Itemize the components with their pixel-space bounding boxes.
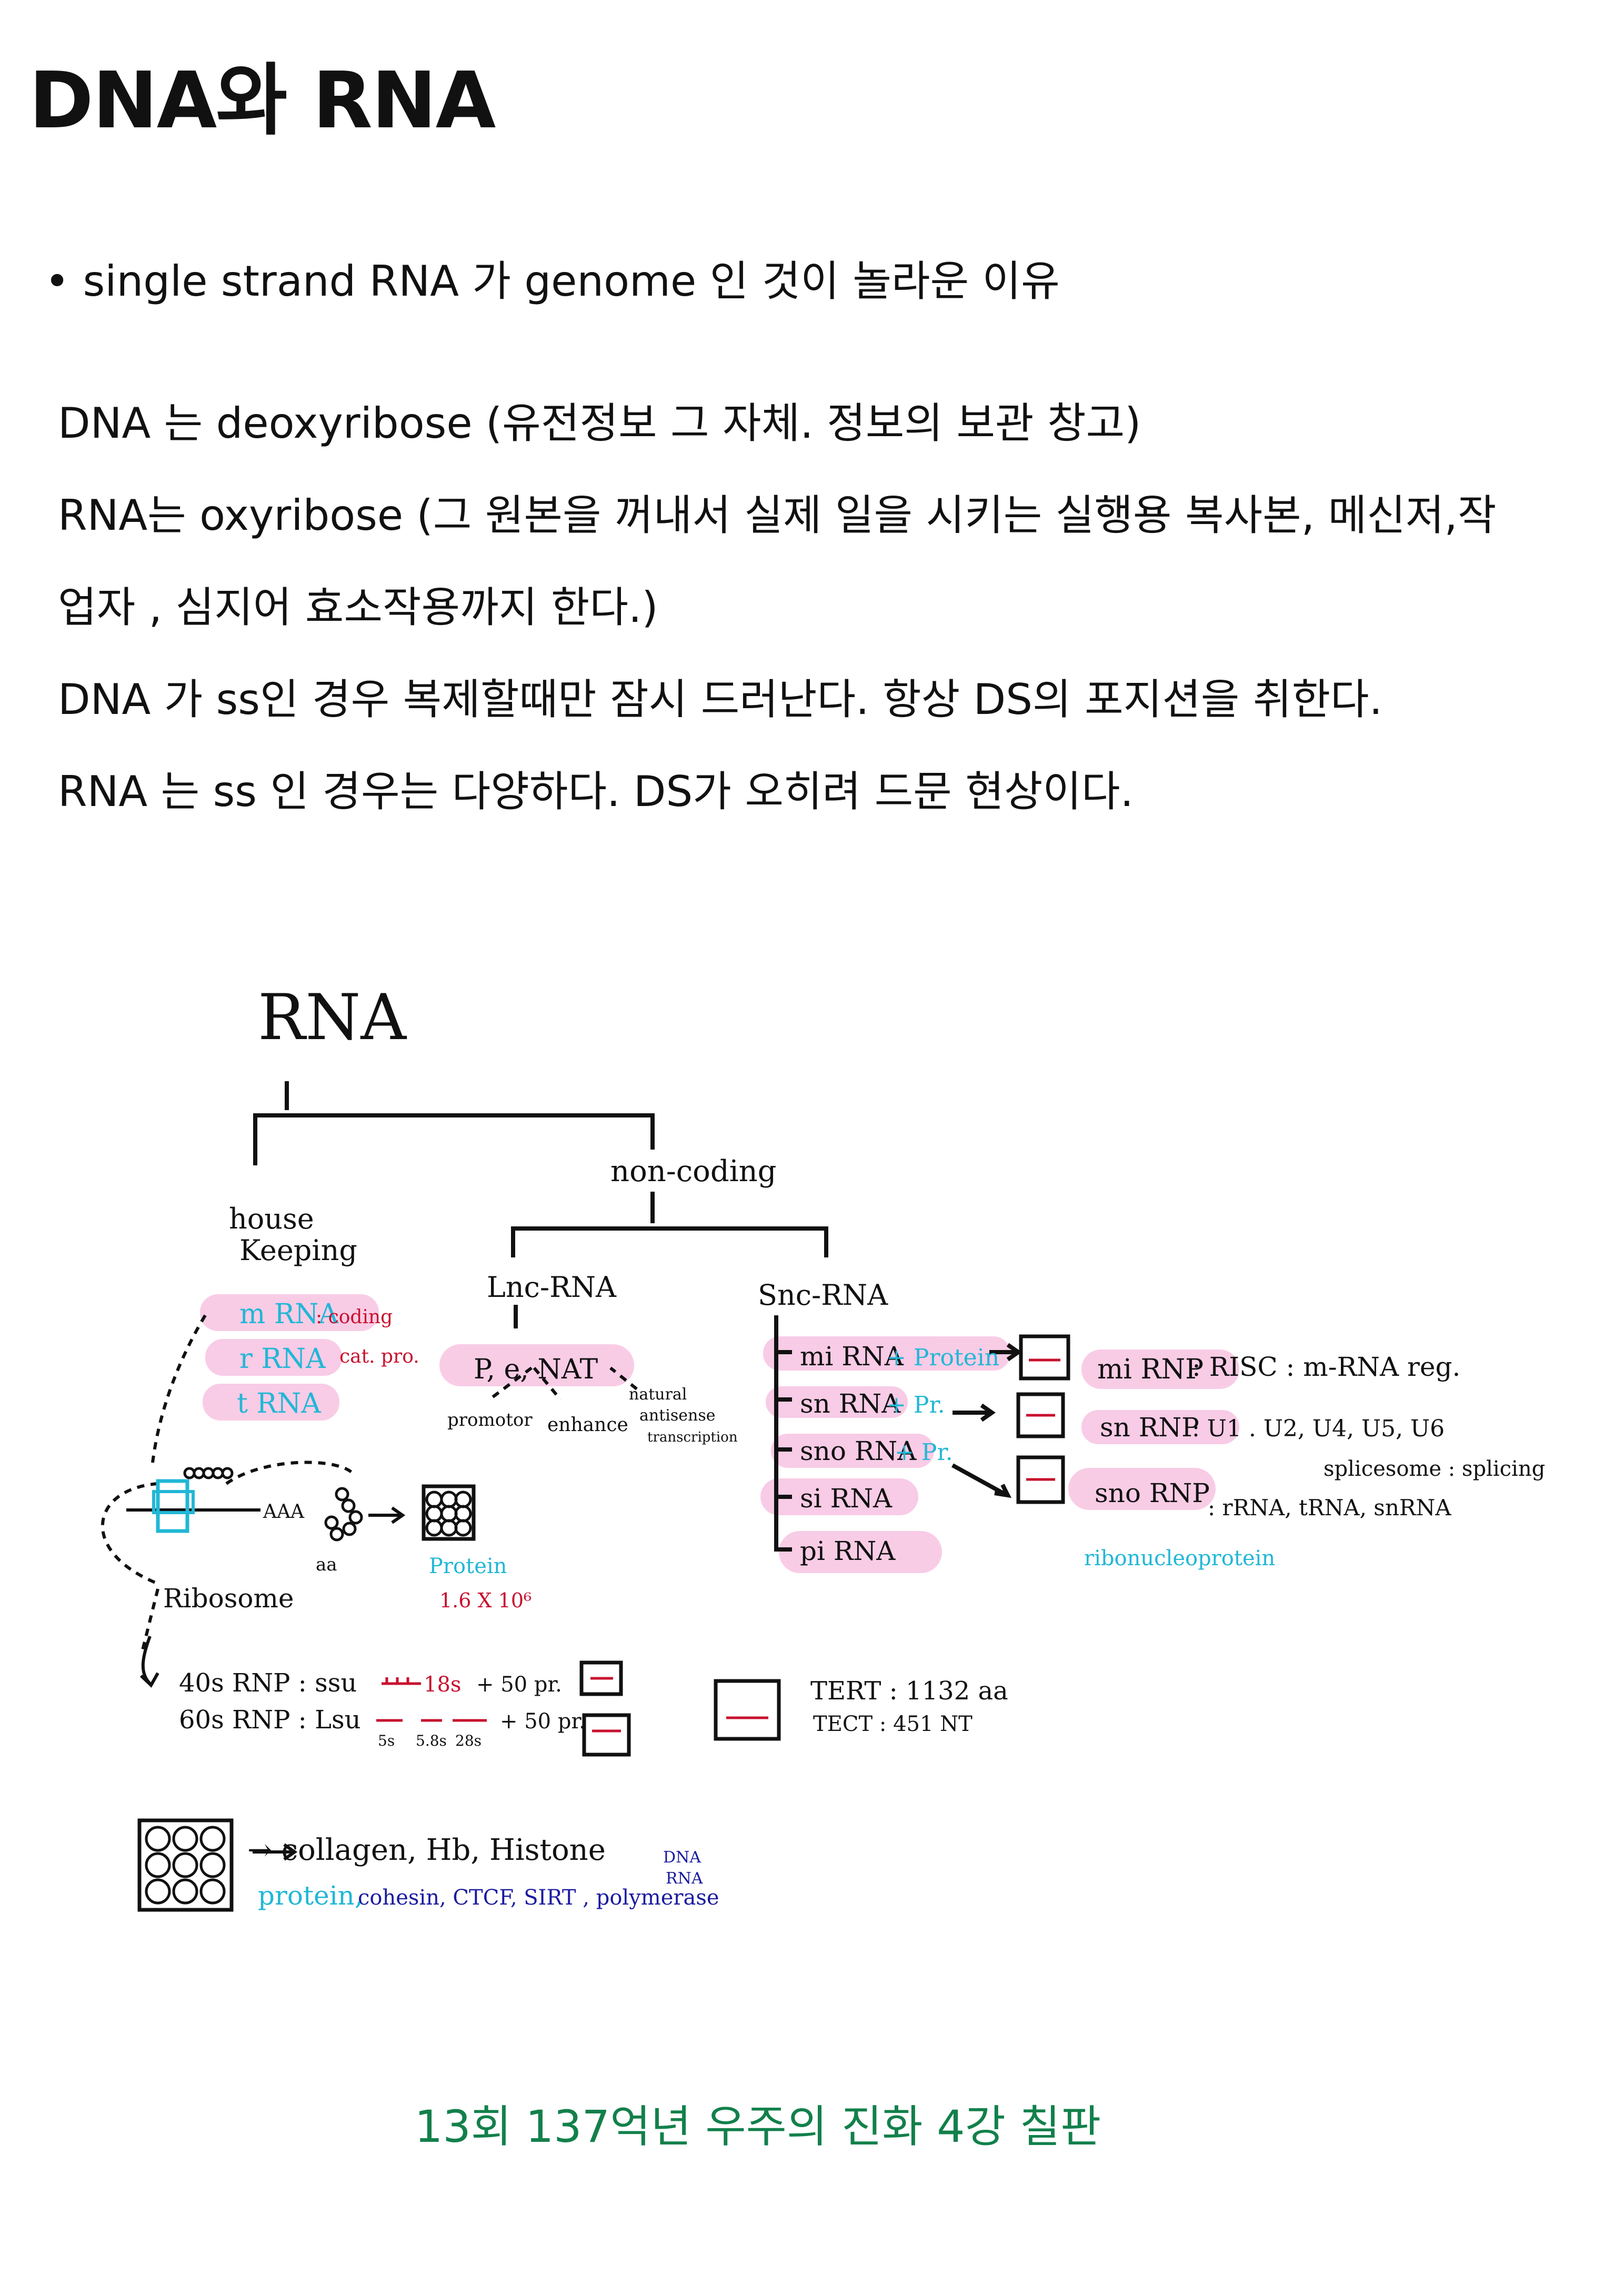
label-5s: 5s: [378, 1732, 395, 1749]
label-ribonucleoprotein: ribonucleoprotein: [1084, 1546, 1275, 1570]
dashed-arrows: [101, 1314, 638, 1653]
label-enhance: enhance: [547, 1414, 628, 1436]
label-aaa: AAA: [263, 1501, 305, 1523]
label-nat-transcription: transcription: [647, 1429, 738, 1445]
label-60s-rnp: 60s RNP : Lsu: [179, 1705, 361, 1735]
label-snrnp-u: : U1 . U2, U4, U5, U6: [1192, 1415, 1445, 1442]
paragraph-dna: DNA 는 deoxyribose (유전정보 그 자체. 정보의 보관 창고): [58, 399, 1141, 448]
label-mrna: m RNA: [239, 1298, 339, 1330]
label-mrna-coding: : coding: [316, 1306, 393, 1328]
paragraph-dna-ss: DNA 가 ss인 경우 복제할때만 잠시 드러난다. 항상 DS의 포지션을 …: [58, 675, 1383, 724]
label-ribosome: Ribosome: [163, 1583, 294, 1614]
label-sirna: si RNA: [800, 1483, 893, 1514]
label-snorna: sno RNA: [800, 1436, 917, 1466]
caption: 13회 137억년 우주의 진화 4강 칠판: [414, 2101, 1101, 2152]
label-protein-list: cohesin, CTCF, SIRT , polymerase: [358, 1886, 719, 1910]
label-cat-pro: cat. pro.: [339, 1346, 419, 1367]
label-lnc-rna: Lnc-RNA: [487, 1271, 617, 1304]
label-promotor: promotor: [447, 1409, 533, 1431]
label-trna: t RNA: [237, 1388, 322, 1419]
label-28s: 28s: [455, 1732, 482, 1749]
rrna-marks: [376, 1358, 1060, 1733]
label-mirna-protein: + Protein: [887, 1344, 999, 1371]
label-mirna: mi RNA: [800, 1341, 904, 1372]
label-dna: DNA: [663, 1848, 701, 1867]
bullet-heading: • single strand RNA 가 genome 인 것이 놀라운 이유: [45, 257, 1060, 306]
highlights: [200, 1294, 1239, 1573]
tree-lines: [253, 1081, 1022, 1552]
label-rrna: r RNA: [239, 1343, 326, 1375]
label-nat-natural: natural: [629, 1385, 687, 1404]
label-snornp-targets: : rRNA, tRNA, snRNA: [1208, 1495, 1451, 1520]
paragraph-rna-cont: 업자 , 심지어 효소작용까지 한다.): [58, 583, 658, 632]
label-spliceosome: splicesome : splicing: [1324, 1457, 1545, 1481]
label-18s: 18s: [424, 1673, 461, 1697]
label-snc-rna: Snc-RNA: [758, 1278, 888, 1312]
label-snrna-pr: + Pr.: [887, 1392, 945, 1418]
label-snorna-pr: + Pr.: [895, 1439, 953, 1466]
label-aa: aa: [316, 1554, 337, 1575]
label-40s-pr: + 50 pr.: [476, 1673, 562, 1697]
label-60s-pr: + 50 pr.: [500, 1709, 586, 1734]
label-protein-word: protein,: [258, 1880, 363, 1911]
label-40s-rnp: 40s RNP : ssu: [179, 1668, 357, 1698]
label-tect: TECT : 451 NT: [813, 1712, 973, 1736]
label-noncoding: non-coding: [610, 1154, 777, 1189]
label-protein-count: 1.6 X 10⁶: [439, 1589, 532, 1612]
label-risc: : RISC : m-RNA reg.: [1192, 1352, 1460, 1382]
ribosome-sketch: [126, 1467, 406, 1542]
protein-box-beads: [145, 1491, 472, 1905]
ribosome-arrows: [139, 1635, 298, 1861]
label-protein: Protein: [429, 1554, 507, 1578]
label-rna-root: RNA: [258, 981, 407, 1054]
paragraph-rna-ss: RNA 는 ss 인 경우는 다양하다. DS가 오히려 드문 현상이다.: [58, 767, 1134, 816]
label-mirnp: mi RNP: [1097, 1354, 1204, 1385]
label-snornp: sno RNP: [1095, 1478, 1210, 1508]
label-lnc-types: P, e, NAT: [474, 1354, 598, 1385]
label-rna: RNA: [666, 1869, 703, 1888]
label-tert: TERT : 1132 aa: [810, 1676, 1008, 1706]
paragraph-rna: RNA는 oxyribose (그 원본을 꺼내서 실제 일을 시키는 실행용 …: [58, 491, 1497, 540]
label-nat-antisense: antisense: [639, 1406, 715, 1425]
page-title: DNA와 RNA: [29, 55, 496, 146]
label-snrna: sn RNA: [800, 1388, 901, 1419]
label-snrnp: sn RNP: [1100, 1412, 1199, 1443]
label-housekeeping-1: house: [229, 1202, 314, 1235]
label-housekeeping-2: Keeping: [239, 1234, 357, 1267]
label-protein-examples: → collagen, Hb, Histone: [247, 1833, 606, 1867]
protein-boxes: [137, 1334, 1070, 1912]
label-5-8s: 5.8s: [416, 1732, 447, 1749]
label-pirna: pi RNA: [800, 1536, 896, 1566]
